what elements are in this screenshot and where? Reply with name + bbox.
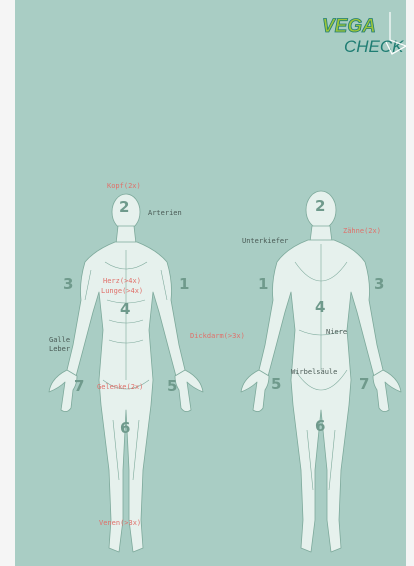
back-number-left-arm: 1 [258, 277, 268, 292]
label-galle: Galle [49, 337, 70, 344]
chart-sheet: VEGA CHECK [15, 0, 406, 566]
front-number-right-hand: 5 [167, 379, 177, 394]
back-number-head: 2 [315, 199, 325, 214]
back-number-right-arm: 3 [374, 277, 384, 292]
label-lunge: Lunge(>4x) [101, 288, 143, 295]
front-number-left-arm: 3 [63, 277, 73, 292]
label-kopf: Kopf(2x) [107, 183, 141, 190]
label-leber: Leber [49, 346, 70, 353]
back-number-left-hand: 5 [271, 377, 281, 392]
label-wirbelsaeule: Wirbelsäule [291, 369, 337, 376]
body-figures [15, 0, 406, 566]
label-dickdarm: Dickdarm(>3x) [190, 333, 245, 340]
label-arterien: Arterien [148, 210, 182, 217]
label-zaehne: Zähne(2x) [343, 228, 381, 235]
label-herz: Herz(>4x) [103, 278, 141, 285]
label-venen: Venen(>3x) [99, 520, 141, 527]
front-number-torso: 4 [120, 302, 130, 317]
label-gelenke: Gelenke(2x) [97, 384, 143, 391]
front-number-legs: 6 [120, 421, 130, 436]
front-number-right-arm: 1 [179, 277, 189, 292]
back-number-legs: 6 [315, 419, 325, 434]
label-niere: Niere [326, 329, 347, 336]
back-number-right-hand: 7 [359, 377, 369, 392]
front-number-head: 2 [119, 200, 129, 215]
back-number-torso: 4 [315, 300, 325, 315]
front-number-left-hand: 7 [74, 379, 84, 394]
label-unterkiefer: Unterkiefer [242, 238, 288, 245]
